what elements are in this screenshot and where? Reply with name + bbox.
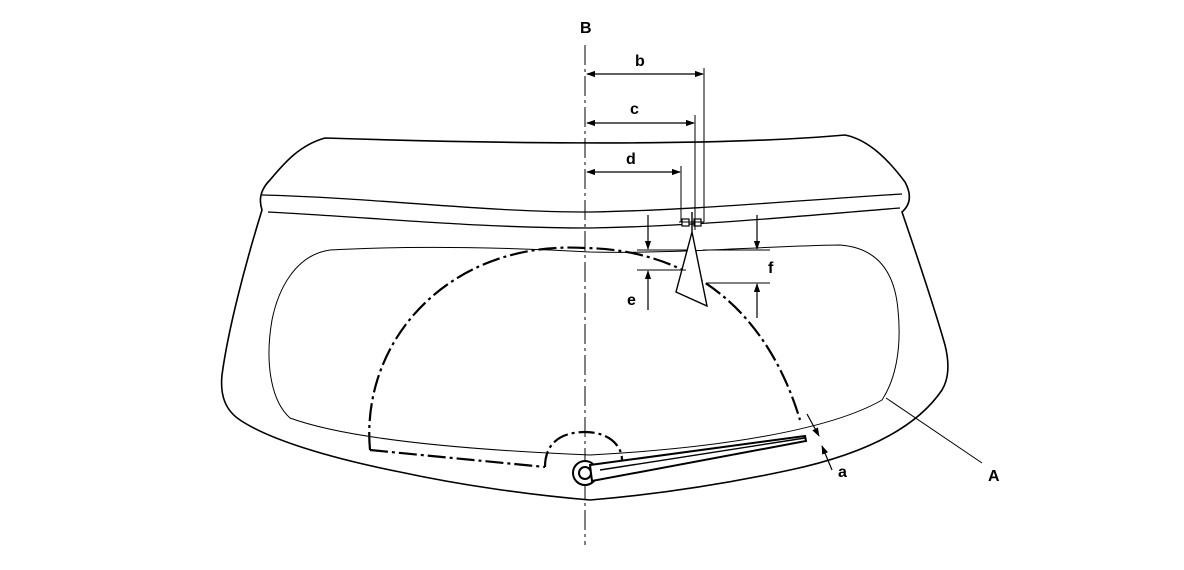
wiper-arm <box>588 434 808 483</box>
spoiler-line-upper <box>261 193 903 213</box>
label-dim-e: e <box>627 292 636 309</box>
wiper-sweep-arc <box>368 246 802 451</box>
leader-a <box>885 397 983 464</box>
spoiler-line-lower <box>267 207 901 229</box>
wiper-blade <box>599 437 806 471</box>
wiper-pivot-inner <box>578 466 592 480</box>
dim-arrow-a-lower <box>821 445 833 471</box>
wiper-sweep-base <box>369 448 546 469</box>
dim-arrow-a-upper <box>806 413 820 437</box>
label-dim-f: f <box>768 260 774 277</box>
label-centerline-b: B <box>580 20 592 37</box>
wiper-pivot-arc <box>543 430 624 468</box>
label-glass-edge-a: A <box>988 468 1000 485</box>
rear-glass-outline <box>268 244 900 456</box>
tailgate-outline <box>220 134 949 501</box>
washer-spray-pattern <box>675 231 708 308</box>
label-dim-c: c <box>630 101 639 118</box>
label-dim-d: d <box>626 151 636 168</box>
label-dim-b: b <box>635 53 645 70</box>
label-dim-a: a <box>838 464 847 481</box>
